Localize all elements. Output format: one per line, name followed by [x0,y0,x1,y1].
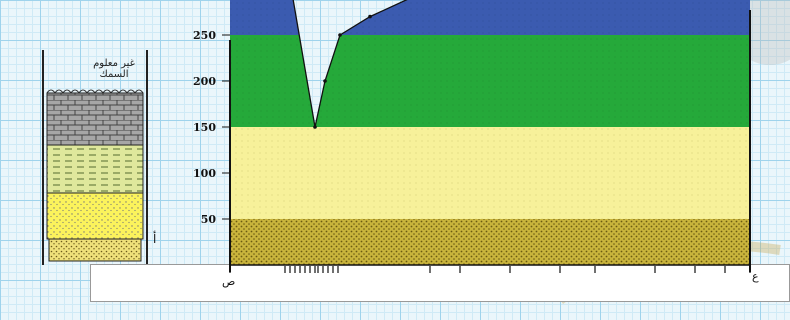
y-tick-label: 250 [193,29,216,42]
stratigraphic-column [42,50,148,265]
surface-point [338,33,342,37]
column-title: غير معلوم السمك [78,58,150,80]
y-tick-label: 200 [193,75,216,88]
x-axis-panel [90,264,790,302]
blue-layer [230,0,750,35]
surface-profile-line [292,0,408,128]
surface-point [323,79,327,83]
y-tick-label: 150 [193,121,216,134]
y-tick-label: 50 [201,213,217,226]
column-layer-conglomerate [48,238,142,262]
surface-point [313,125,317,129]
green-layer [230,35,750,127]
column-layer-sandstone [46,192,144,240]
column-letter-label: أ [153,232,157,246]
yellow-layer [230,127,750,219]
x-start-label: ص [222,275,235,288]
x-axis-ticks [229,264,751,273]
column-title-line1: غير معلوم [93,58,135,69]
y-tick-label: 100 [193,167,216,180]
sandy-layer [230,219,750,265]
surface-point [368,14,372,19]
column-title-line2: السمك [99,69,129,80]
column-layer-shale [46,144,144,194]
x-end-label: ع [752,270,759,283]
y-axis-ticks: 50100150200250300350400450 [193,29,230,226]
